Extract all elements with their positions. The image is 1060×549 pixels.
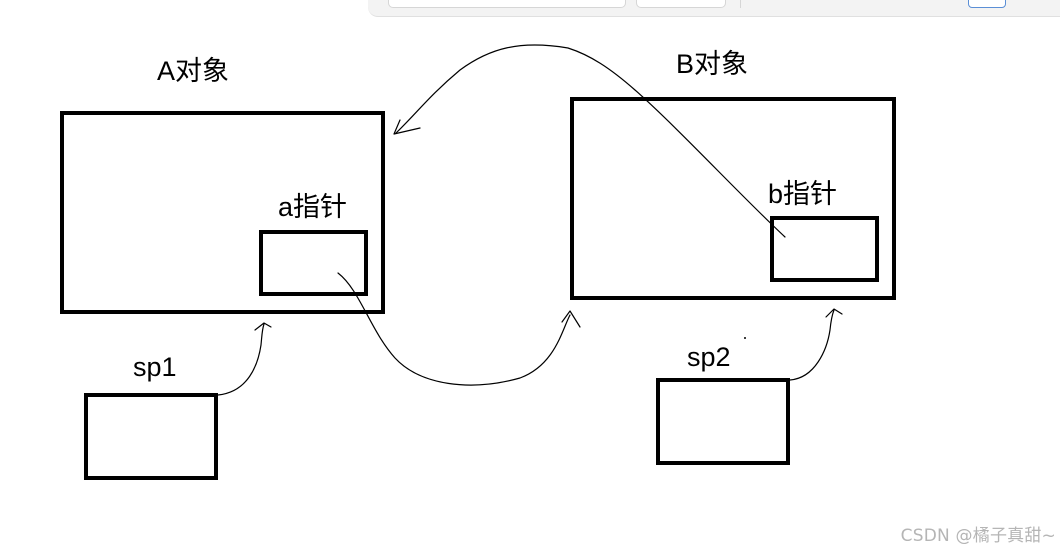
object-a-box xyxy=(60,111,385,314)
pointer-b-to-object-a-arrow xyxy=(395,44,786,238)
pointer-b-arrowhead xyxy=(393,119,421,135)
object-b-label: B对象 xyxy=(676,49,748,79)
toolbar-field[interactable] xyxy=(388,0,626,8)
pointer-a-box xyxy=(259,230,368,296)
watermark-text: CSDN @橘子真甜~ xyxy=(900,526,1056,546)
object-a-label: A对象 xyxy=(157,56,229,86)
toolbar-button[interactable] xyxy=(968,0,1006,8)
pointer-b-label: b指针 xyxy=(768,179,837,209)
window-toolbar-strip xyxy=(368,0,1060,17)
sp1-to-object-a-arrow xyxy=(217,323,265,396)
sp2-arrowhead xyxy=(825,308,843,318)
sp1-box xyxy=(84,393,218,480)
sp1-arrowhead xyxy=(254,322,272,331)
pointer-a-to-object-b-arrow xyxy=(337,272,571,386)
sp1-label: sp1 xyxy=(133,352,177,382)
stray-mark xyxy=(744,337,746,339)
toolbar-field[interactable] xyxy=(636,0,726,8)
pointer-b-box xyxy=(770,216,879,282)
pointer-a-arrowhead xyxy=(561,310,581,328)
sp2-box xyxy=(656,378,790,465)
sp2-to-object-b-arrow xyxy=(789,309,835,381)
toolbar-divider xyxy=(740,0,741,8)
sp2-label: sp2 xyxy=(687,342,731,372)
object-b-box xyxy=(570,97,896,300)
pointer-a-label: a指针 xyxy=(278,192,347,222)
